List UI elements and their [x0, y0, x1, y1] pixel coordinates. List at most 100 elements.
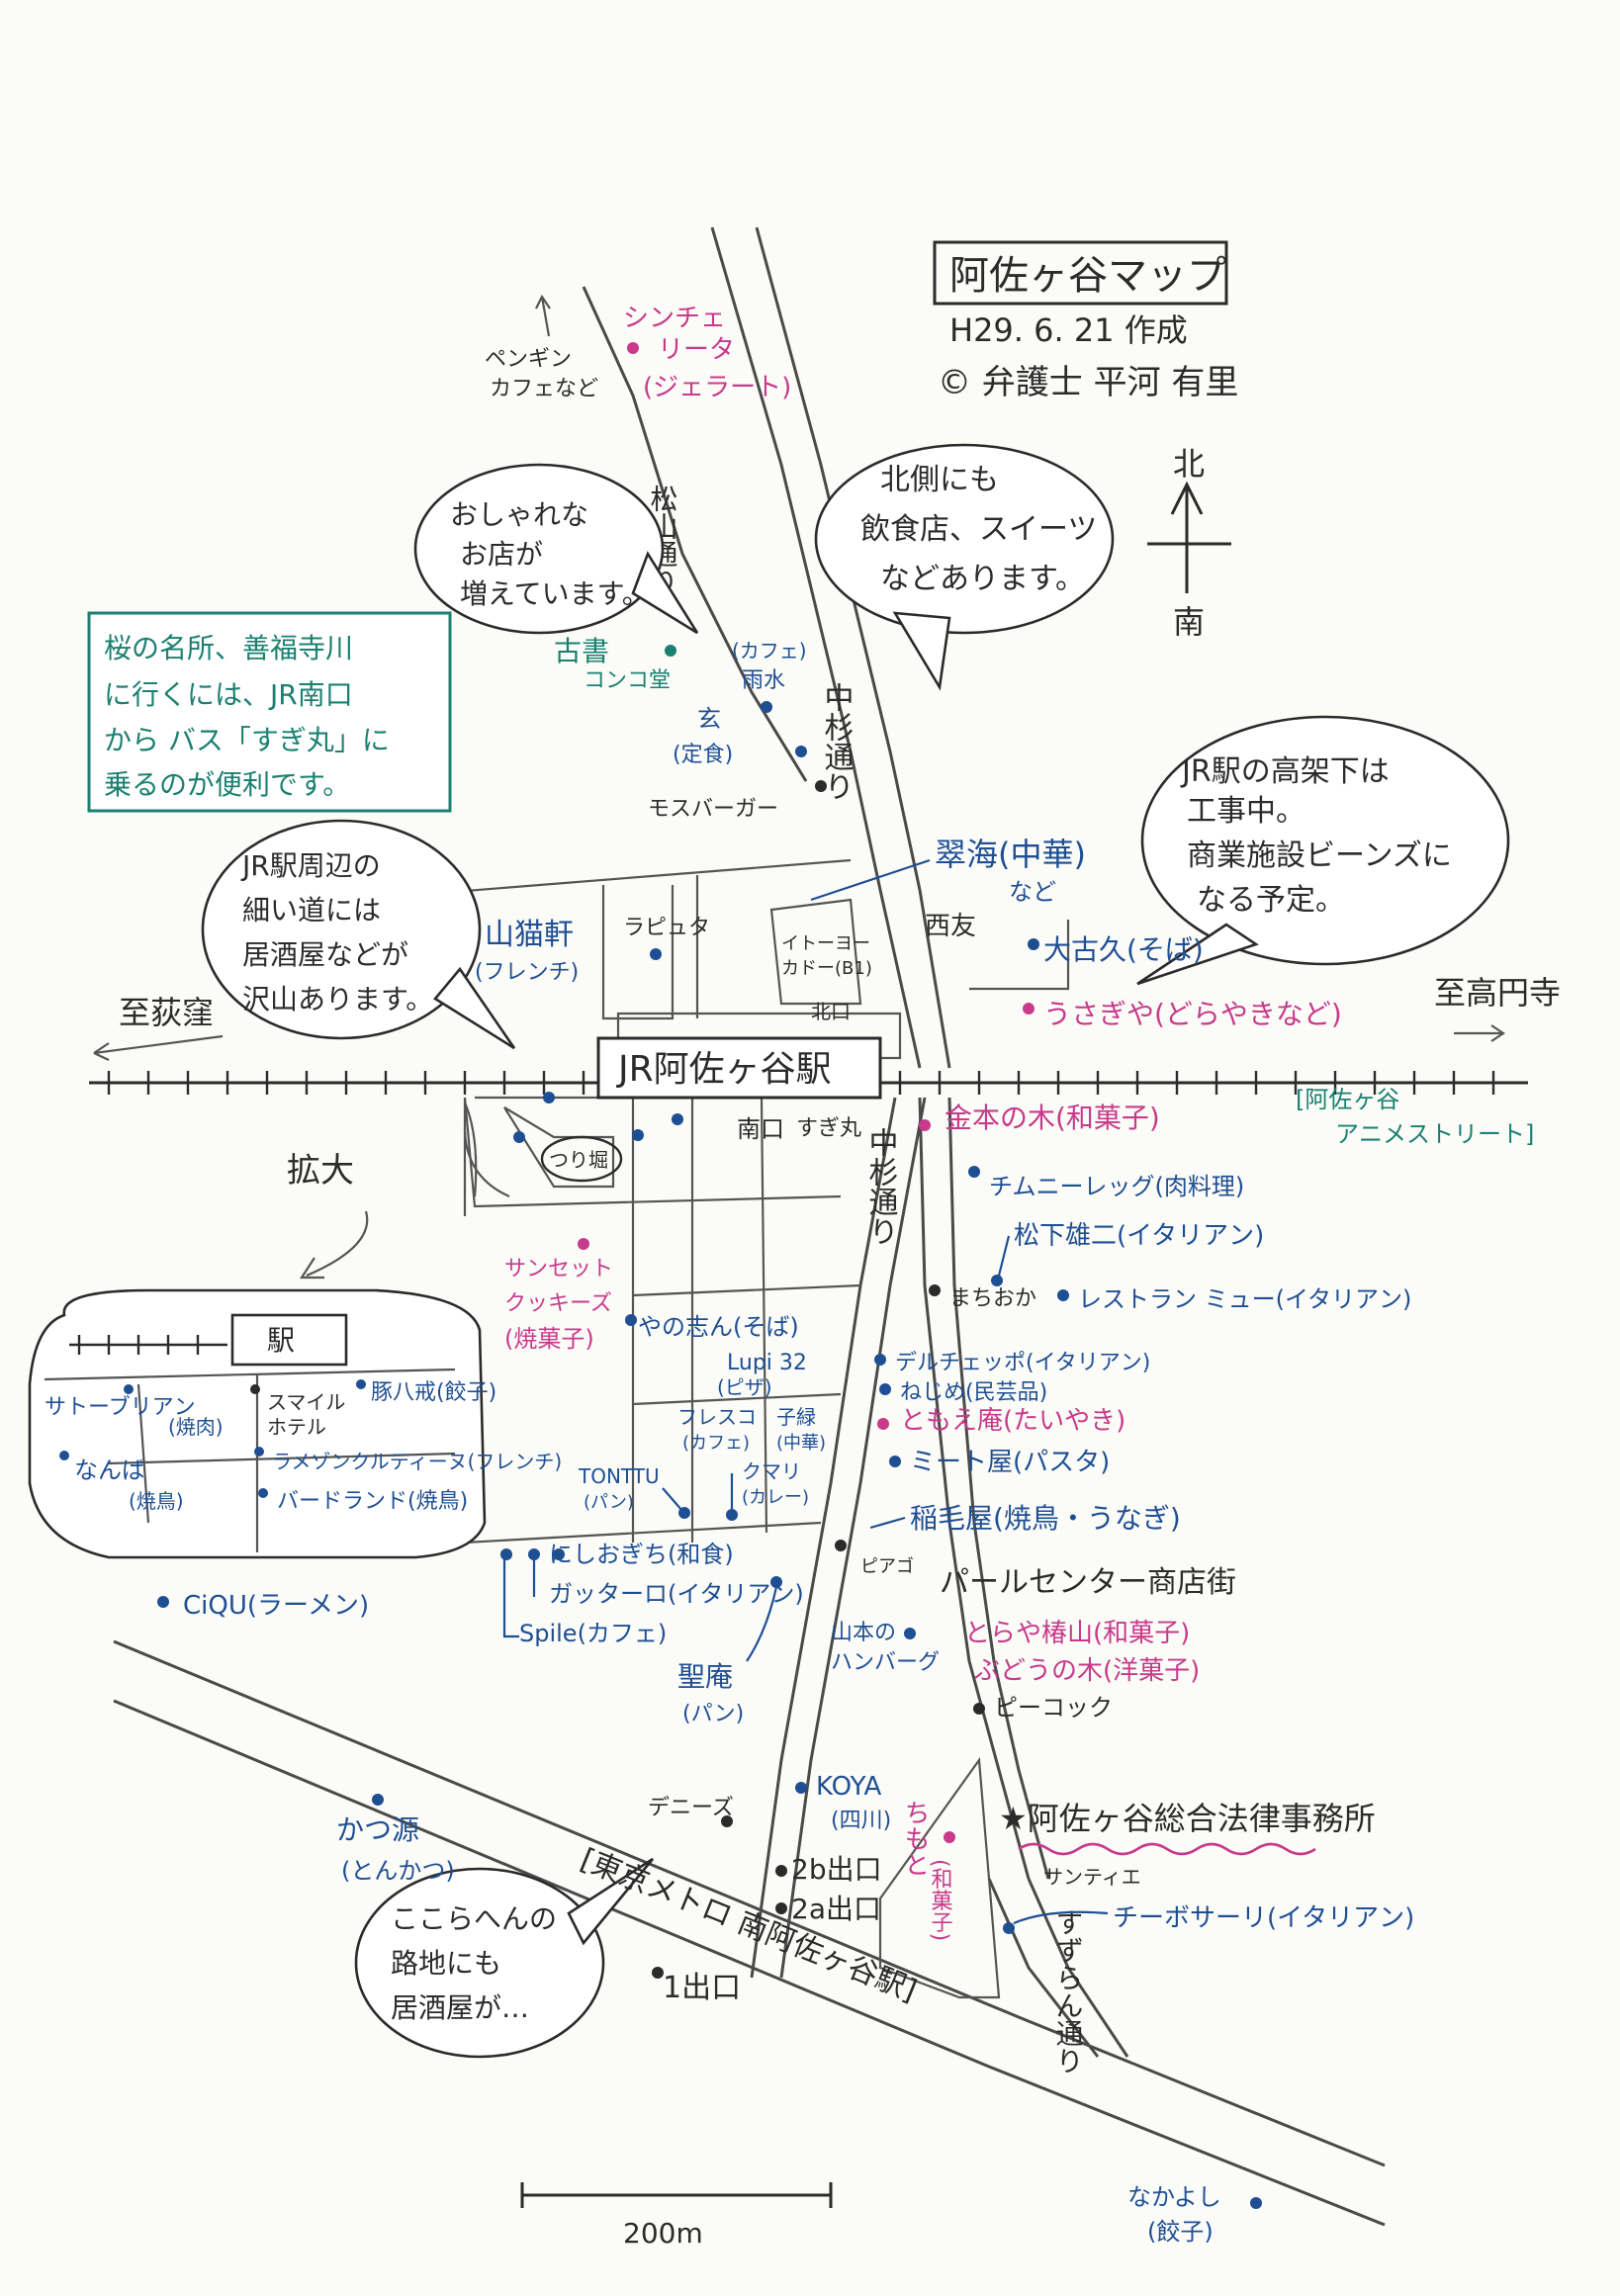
shop-chiboasaari: チーボサーリ(イタリアン) [1113, 1903, 1414, 1933]
shops-pink: シンチェ リータ (ジェラート) うさぎや(どらやきなど) 金本の木(和菓子) … [504, 304, 1342, 1941]
bubble-koukashita-4: なる予定。 [1197, 883, 1345, 918]
note-sakura: 桜の名所、善福寺川 に行くには、JR南口 から バス「すぎ丸」に 乗るのが便利で… [87, 611, 452, 813]
scale-bar: 200m [520, 2182, 833, 2250]
note-sakura-2: に行くには、JR南口 [104, 678, 353, 711]
to-ogikubo: 至荻窪 [119, 994, 214, 1031]
shop-yamamoto-2: ハンバーグ [831, 1650, 940, 1675]
bubble-oshare-1: おしゃれな [450, 498, 588, 531]
shop-lupi-1: Lupi 32 [727, 1351, 807, 1375]
shop-seian-1: 聖庵 [677, 1660, 733, 1693]
inset-smile-1: スマイル [267, 1390, 345, 1414]
inset-detail: 拡大 駅 サトーブリアン (焼肉) スマイル ホテル 豚八戒(餃子) ラメゾンク… [28, 1102, 562, 1559]
shop-chimoto-2: (和菓子) [928, 1859, 953, 1941]
penguin-label-2: カフェなど [490, 377, 598, 401]
shop-usagiya: うさぎや(どらやきなど) [1043, 998, 1342, 1030]
shop-nishiogichi: にしおぎち(和食) [549, 1541, 734, 1568]
bubble-oshare-3: 増えています。 [460, 577, 650, 610]
santie: サンティエ [1043, 1865, 1141, 1889]
bubble-koukashita-1: JR駅の高架下は [1180, 754, 1390, 789]
bubble-oshare-2: お店が [460, 538, 543, 571]
penguin-label-1: ペンギン [485, 347, 572, 372]
shop-tonttu-1: TONTTU [578, 1464, 660, 1488]
shop-ciqu: CiQU(ラーメン) [183, 1591, 369, 1621]
shop-tonttu-2: (パン) [584, 1492, 634, 1513]
inset-nanba-1: なんば [74, 1457, 145, 1484]
shop-yamamoto-1: 山本の [831, 1621, 896, 1645]
anime-street-1: [阿佐ヶ谷 [1296, 1086, 1399, 1113]
map-date: H29. 6. 21 作成 [949, 311, 1188, 349]
nakasugi-dori-north: 中杉通り [819, 682, 855, 801]
shop-kanemoto: 金本の木(和菓子) [945, 1102, 1160, 1134]
shop-ookubo: 大古久(そば) [1043, 933, 1204, 966]
note-sakura-3: から バス「すぎ丸」に [104, 724, 390, 756]
bubble-jr-shuuhen-3: 居酒屋などが [242, 938, 408, 971]
compass-south: 南 [1173, 603, 1205, 641]
bubble-koukashita: JR駅の高架下は 工事中。 商業施設ビーンズに なる予定。 [1136, 715, 1510, 986]
shop-uten-2: 雨水 [742, 668, 785, 693]
nakasugi-dori-south: 中杉通り [863, 1127, 899, 1246]
minamiguchi-label: 南口 [737, 1115, 784, 1143]
suzuran-dori: すずらん通り [1052, 1908, 1085, 2075]
inset-smile-2: ホテル [267, 1415, 326, 1439]
shop-matsushita: 松下雄二(イタリアン) [1014, 1221, 1264, 1251]
shop-chimney: チムニーレッグ(肉料理) [989, 1173, 1244, 1200]
shops-blue: (カフェ) 雨水 玄 (定食) 翠海(中華) など 大古久(そば) 山猫軒 (フ… [157, 639, 1414, 2246]
shop-chimoto-1: ちもと [900, 1800, 930, 1877]
shop-meatya: ミート屋(パスタ) [910, 1448, 1110, 1477]
shop-suikai-2: など [1009, 878, 1056, 906]
inset-butahachi: 豚八戒(餃子) [371, 1380, 496, 1405]
shop-koya-1: KOYA [816, 1772, 882, 1802]
seiyu: 西友 [925, 912, 976, 941]
map-author: © 弁護士 平河 有里 [938, 363, 1238, 402]
shop-cincitta-1: シンチェ [623, 304, 726, 333]
shop-deruche: デルチェッポ(イタリアン) [895, 1351, 1150, 1375]
shop-sannekoken-2: (フレンチ) [475, 960, 579, 985]
shop-nakayoshi-2: (餃子) [1147, 2218, 1214, 2246]
bubble-kitagawa-1: 北側にも [880, 463, 999, 497]
bubble-koukashita-2: 工事中。 [1187, 794, 1305, 829]
tsuribori: つり堀 [549, 1148, 608, 1172]
sugimaru-stop: すぎ丸 [796, 1116, 861, 1141]
note-sakura-4: 乗るのが便利です。 [104, 768, 350, 801]
bubble-kokora-2: 路地にも [391, 1947, 501, 1980]
shop-nakayoshi-1: なかよし [1127, 2183, 1221, 2211]
inset-satobriand-1: サトーブリアン [45, 1395, 196, 1420]
bubble-koukashita-3: 商業施設ビーンズに [1187, 839, 1452, 873]
shop-katsugen-1: かつ源 [336, 1813, 419, 1846]
shop-suikai-1: 翠海(中華) [935, 836, 1086, 873]
compass-north: 北 [1173, 445, 1205, 483]
shop-sunset-1: サンセット [504, 1257, 613, 1281]
bubble-jr-shuuhen-1: JR駅周辺の [240, 849, 381, 882]
shop-budou: ぶどうの木(洋菓子) [974, 1656, 1200, 1686]
inset-lamezon: ラメゾンクルティーヌ(フレンチ) [272, 1450, 562, 1473]
shop-koya-2: (四川) [831, 1809, 891, 1833]
itoyokado-1: イトーヨー [781, 933, 870, 954]
scale-label: 200m [623, 2217, 703, 2250]
shop-katsugen-2: (とんかつ) [341, 1857, 455, 1885]
bubble-oshare: おしゃれな お店が 増えています。 [413, 463, 699, 635]
shop-cincitta-3: (ジェラート) [643, 373, 791, 402]
shop-sunset-3: (焼菓子) [504, 1325, 594, 1353]
shop-fresco-1: フレスコ [677, 1405, 757, 1429]
shop-gen-1: 玄 [697, 705, 721, 733]
roads [113, 226, 1386, 2227]
inset-station-label: 駅 [267, 1324, 295, 1357]
bookstore-1: 古書 [554, 635, 609, 667]
shop-yanoshin: やの志ん(そば) [638, 1313, 799, 1341]
shop-inageya: 稲毛屋(焼鳥・うなぎ) [910, 1502, 1181, 1535]
jr-station-label: JR阿佐ヶ谷駅 [616, 1049, 832, 1090]
shop-gen-2: (定食) [673, 743, 733, 767]
shop-toraya: とらや椿山(和菓子) [964, 1619, 1190, 1648]
inset-expand-label: 拡大 [287, 1151, 354, 1191]
shop-tomoe: ともえ庵(たいやき) [900, 1406, 1125, 1436]
shop-sunset-2: クッキーズ [504, 1291, 612, 1316]
bubble-kokora-3: 居酒屋が… [391, 1991, 529, 2024]
bubble-jr-shuuhen-2: 細い道には [242, 894, 381, 927]
inset-nanba-2: (焼鳥) [129, 1489, 184, 1513]
shop-sannekoken-1: 山猫軒 [485, 918, 574, 952]
shop-kumari-1: クマリ [742, 1459, 801, 1483]
shop-nejime: ねじめ(民芸品) [900, 1380, 1047, 1405]
pearl-center: パールセンター商店街 [940, 1565, 1236, 1600]
inset-satobriand-2: (焼肉) [168, 1415, 224, 1439]
